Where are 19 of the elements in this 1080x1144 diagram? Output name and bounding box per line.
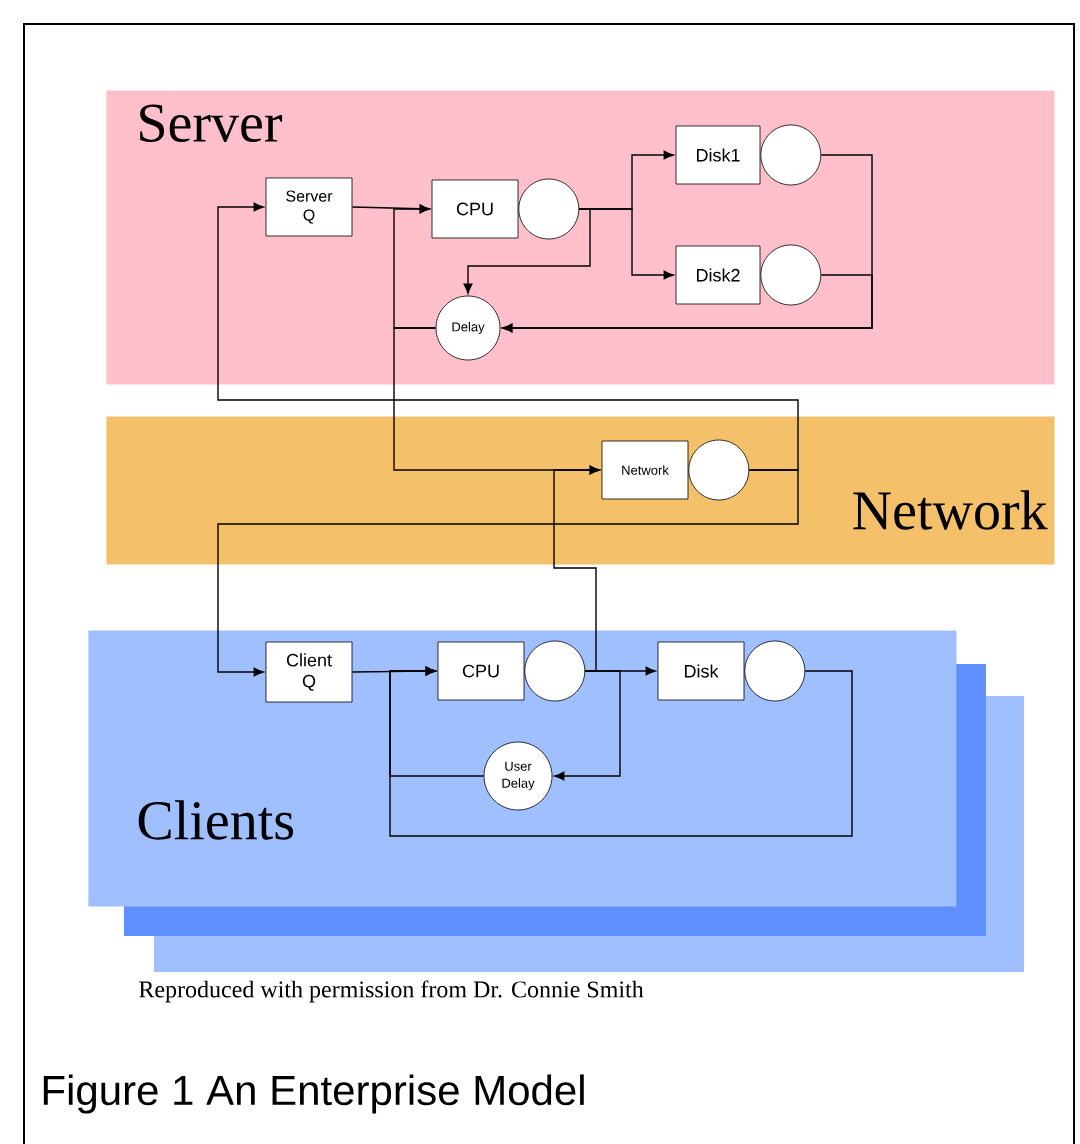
arrow (502, 274, 873, 333)
arrow (217, 202, 799, 471)
queue-station: Disk1 (675, 124, 822, 186)
arrow (554, 670, 621, 781)
figure-caption: Figure 1 An Enterprise Model (43, 1074, 584, 1114)
band-heading: Network (853, 490, 1048, 530)
queue-station: CPU (431, 178, 580, 240)
band-heading: Server (140, 104, 283, 142)
band-heading: Clients (138, 800, 294, 840)
queue-station: Disk (657, 640, 806, 702)
arrow (463, 208, 591, 294)
arrow (553, 465, 600, 672)
queue-box: Server Q (265, 177, 353, 237)
arrow (389, 666, 853, 837)
permission-note: Reproduced with permission from Dr. Connie Smith (139, 980, 644, 1003)
queue-box: Client Q (265, 641, 353, 703)
queue-station: CPU (437, 640, 586, 702)
queue-station: Disk2 (675, 244, 822, 306)
arrow (217, 469, 799, 677)
